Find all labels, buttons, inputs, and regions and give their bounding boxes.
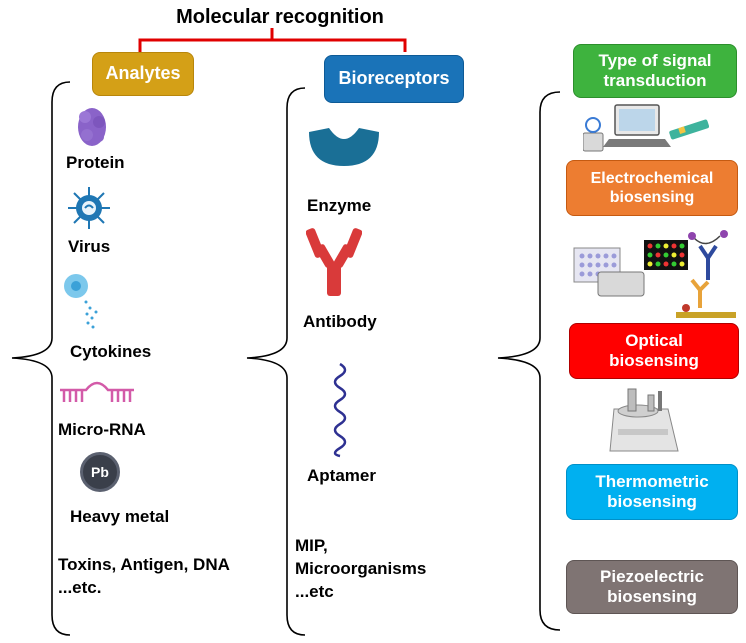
piezoelectric-line-1: Piezoelectric [600,566,704,586]
analyte-virus-label: Virus [68,237,111,256]
diagram-title: Molecular recognition [176,6,384,28]
title-connector [138,28,407,52]
receptor-enzyme-label: Enzyme [307,196,372,215]
receptor-antibody-label: Antibody [303,312,377,331]
heavy-metal-icon: Pb [80,452,120,492]
transduction-header: Type of signal transduction [573,44,737,98]
bioreceptors-header: Bioreceptors [324,55,464,103]
micro-rna-icon [60,381,134,402]
antibody-icon [306,228,362,296]
thermometric-line-1: Thermometric [595,471,709,491]
electrochemical-box: Electrochemical biosensing [566,160,738,216]
transduction-header-line-2: transduction [603,71,707,90]
thermometric-instrument-icon [609,388,679,452]
analyte-micro-rna-label: Micro-RNA [58,420,146,439]
piezoelectric-line-2: biosensing [607,587,697,606]
optical-line-2: biosensing [609,351,699,370]
analytes-footer-line-2: ...etc. [58,577,102,597]
analytes-brace [11,81,71,636]
electrochemical-line-1: Electrochemical [590,169,714,187]
pb-symbol: Pb [91,464,109,480]
optical-setup-icon [573,230,736,318]
analytes-header-label: Analytes [105,63,181,84]
analyte-cytokines-label: Cytokines [70,342,152,361]
enzyme-icon [309,128,379,166]
analytes-header: Analytes [92,52,194,96]
electrochemical-line-2: biosensing [609,189,695,206]
protein-icon [78,108,106,146]
bioreceptors-footer: MIP, Microorganisms ...etc [295,535,426,604]
bioreceptors-header-label: Bioreceptors [338,68,450,89]
electrochemical-setup-icon [583,104,709,152]
aptamer-icon [333,362,347,458]
analytes-footer-line-1: Toxins, Antigen, DNA [58,555,230,574]
analytes-footer: Toxins, Antigen, DNA ...etc. [58,554,230,600]
transduction-header-line-1: Type of signal [598,50,712,70]
optical-line-1: Optical [625,330,683,350]
cytokines-icon [64,274,98,329]
piezoelectric-box: Piezoelectric biosensing [566,560,738,614]
bioreceptors-footer-line-1: MIP, [295,536,328,555]
bioreceptors-footer-line-2: Microorganisms [295,558,427,578]
analyte-heavy-metal-label: Heavy metal [70,507,170,526]
thermometric-line-2: biosensing [607,492,697,511]
virus-icon [68,187,110,229]
analyte-protein-label: Protein [66,153,125,172]
bioreceptors-footer-line-3: ...etc [295,581,334,601]
transduction-brace [497,91,561,631]
bioreceptors-brace [246,87,306,636]
receptor-aptamer-label: Aptamer [307,466,376,485]
thermometric-box: Thermometric biosensing [566,464,738,520]
optical-box: Optical biosensing [569,323,739,379]
